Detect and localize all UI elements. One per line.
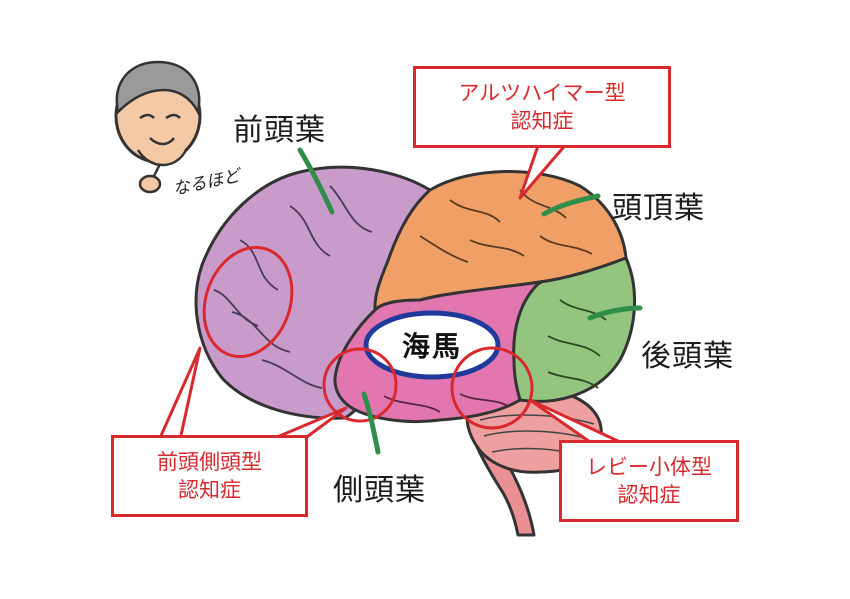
highlight-circle-temporal — [322, 347, 398, 423]
callout-alzheimer-line2: 認知症 — [510, 109, 574, 133]
old-man-avatar — [114, 60, 202, 194]
callout-lewy-line1: レビー小体型 — [586, 455, 712, 479]
callout-lewy-line2: 認知症 — [617, 483, 681, 507]
label-occipital-lobe: 後頭葉 — [641, 339, 734, 374]
callout-ftd-line2: 認知症 — [178, 478, 241, 502]
callout-alzheimer-line1: アルツハイマー型 — [458, 81, 626, 105]
highlight-circle-frontal — [202, 245, 294, 359]
label-frontal-lobe: 前頭葉 — [233, 113, 326, 148]
label-temporal-lobe: 側頭葉 — [333, 473, 426, 508]
hippocampus-oval — [363, 310, 501, 380]
label-parietal-lobe: 頭頂葉 — [612, 191, 705, 226]
callout-alzheimer: アルツハイマー型 認知症 — [413, 66, 671, 148]
callout-lewy: レビー小体型 認知症 — [559, 440, 739, 522]
callout-ftd-line1: 前頭側頭型 — [157, 450, 262, 474]
callout-ftd: 前頭側頭型 認知症 — [111, 435, 308, 517]
label-hippocampus: 海馬 — [401, 330, 462, 363]
highlight-circle-occipital — [450, 346, 534, 430]
